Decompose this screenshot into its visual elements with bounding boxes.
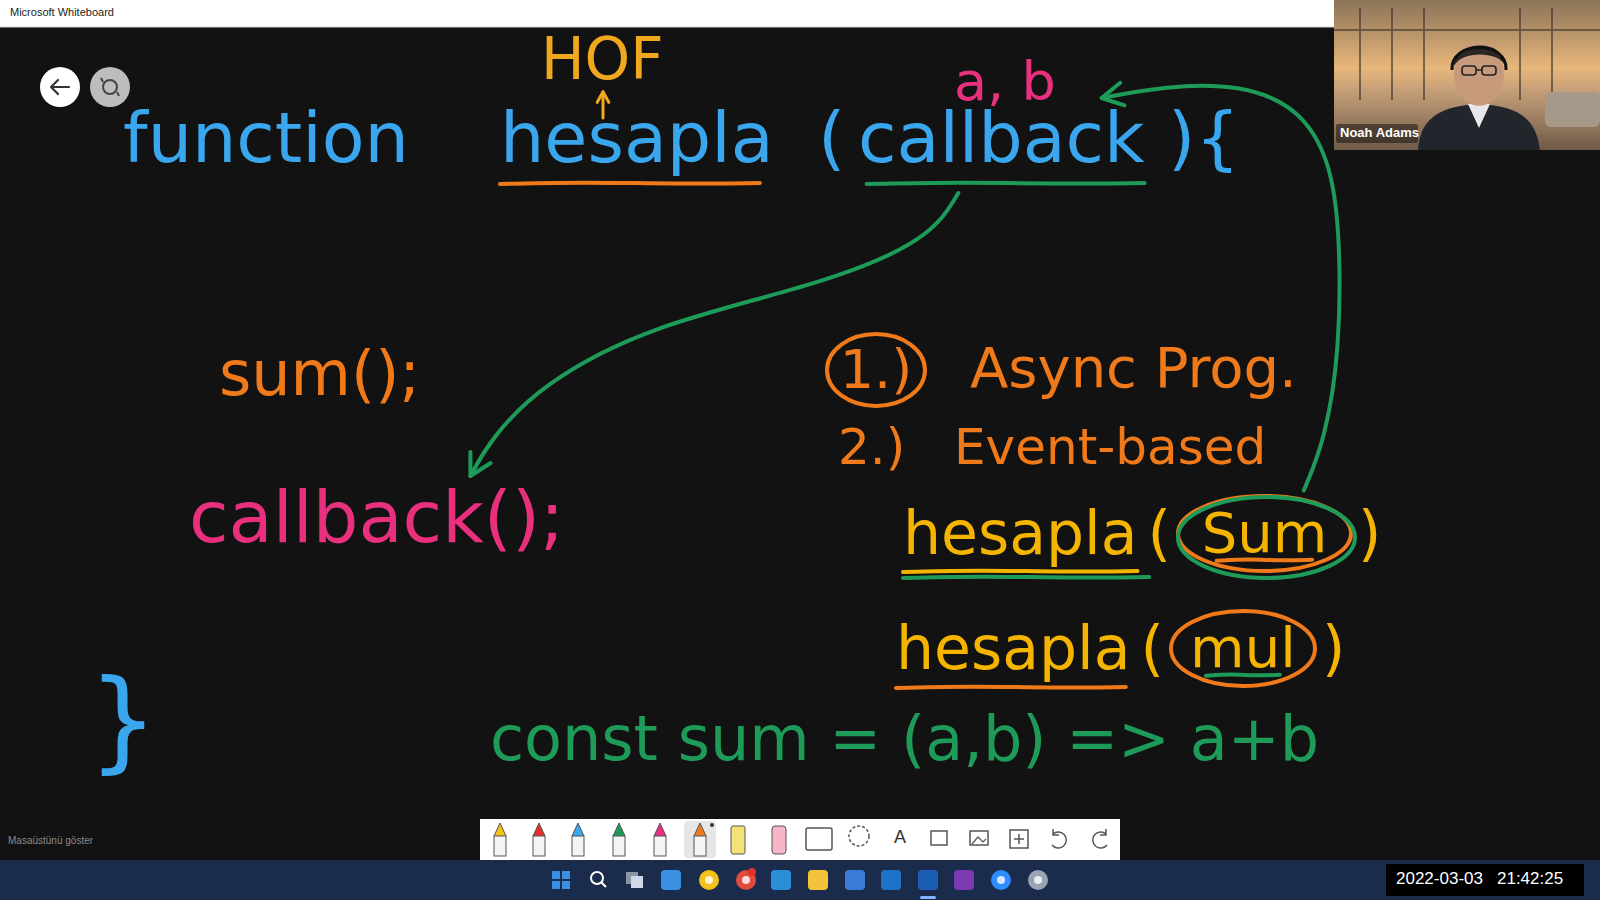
underline-stroke <box>500 183 760 184</box>
function-name: hesapla <box>500 100 774 177</box>
underline-stroke <box>903 577 1149 578</box>
circled-text: mul <box>1190 617 1296 679</box>
name-tag-ground <box>1336 124 1418 143</box>
webcam-tile <box>1334 0 1600 150</box>
note-icon <box>931 831 947 845</box>
taskbar-app-icon <box>552 871 570 889</box>
list-number: 2.) <box>838 420 905 475</box>
lasso-icon <box>849 826 869 846</box>
clock-date: 2022-03-03 <box>1396 870 1483 889</box>
pen-tool-icon <box>694 823 706 856</box>
circled-term: Sum <box>1175 493 1354 574</box>
circled-term: mul <box>1168 608 1318 689</box>
code-call: sum(); <box>219 340 420 408</box>
list-item: Async Prog. <box>970 337 1297 399</box>
ruler-icon <box>806 828 832 850</box>
selected-tool-ground <box>684 821 716 858</box>
pen-tool-icon <box>654 823 666 856</box>
circle-stroke <box>1178 496 1351 571</box>
underline-stroke <box>867 183 1145 184</box>
insert-icon <box>1010 830 1028 848</box>
arrow-head <box>470 452 490 476</box>
taskbar-app-icon <box>991 870 1011 890</box>
pen-tool-icon <box>572 823 584 856</box>
sofa <box>1545 92 1600 127</box>
participant-name: Noah Adams <box>1340 126 1419 140</box>
selected-dot <box>710 823 714 827</box>
redo-icon <box>1093 829 1107 848</box>
taskbar <box>0 860 1600 900</box>
eraser-icon <box>772 826 786 854</box>
circled-text: 1.) <box>840 340 913 399</box>
code-bracket: ) <box>1322 615 1345 681</box>
function-call: hesapla <box>896 615 1131 681</box>
code-bracket: ( <box>818 100 845 177</box>
taskbar-app-icon <box>845 870 865 890</box>
code-bracket: ( <box>1141 615 1164 681</box>
highlighter-icon <box>731 826 745 854</box>
window-title: Microsoft Whiteboard <box>10 6 114 18</box>
back-button <box>40 67 80 107</box>
taskbar-app-icon <box>771 870 791 890</box>
circle-stroke <box>1178 497 1355 578</box>
pen-tool-icon <box>533 823 545 856</box>
settings-icon <box>103 80 117 94</box>
taskbar-app-icon <box>918 870 938 890</box>
active-app-bar <box>920 896 936 899</box>
circled-term: 1.) <box>824 331 928 409</box>
back-arrow-icon <box>51 80 69 94</box>
hint-text: Masaüstünü göster <box>8 835 93 846</box>
code-call: callback(); <box>189 478 564 557</box>
undo-icon <box>1052 829 1066 848</box>
taskbar-app-icon <box>591 872 606 887</box>
settings-icon <box>101 78 119 96</box>
insert-icon <box>1014 834 1024 844</box>
taskbar-app-icon <box>808 870 828 890</box>
handwritten-note: HOF <box>541 28 664 92</box>
taskbar-app-icon <box>1028 870 1048 890</box>
pen-tool-icon <box>613 823 625 856</box>
code-parameter: callback <box>858 100 1145 177</box>
notification-badge <box>748 868 756 876</box>
code-keyword: function <box>123 100 409 177</box>
clock-box <box>1386 864 1584 896</box>
underline-stroke <box>896 687 1126 688</box>
circled-text: Sum <box>1202 502 1328 564</box>
taskbar-app-icon <box>661 870 681 890</box>
taskbar-app-icon <box>699 870 719 890</box>
arrow-stroke <box>470 193 958 476</box>
code-bracket: } <box>88 660 158 781</box>
code-bracket: ) <box>1358 500 1381 566</box>
person-shoulders <box>1418 104 1540 150</box>
code-bracket: ){ <box>1168 100 1240 177</box>
image-icon <box>972 837 986 844</box>
underline-stroke <box>903 571 1138 572</box>
person-glasses <box>1462 66 1496 75</box>
headset <box>1452 48 1506 71</box>
person-shirt <box>1468 104 1490 128</box>
code-bracket: ( <box>1148 500 1171 566</box>
pen-toolbar <box>480 819 1120 860</box>
function-call: hesapla <box>903 500 1138 566</box>
circle-stroke <box>1171 611 1315 686</box>
list-item: Event-based <box>954 420 1266 475</box>
taskbar-app-icon <box>626 872 643 888</box>
image-icon <box>970 831 988 845</box>
code-line: const sum = (a,b) => a+b <box>490 705 1319 773</box>
toolbar-icon-label: A <box>894 828 906 848</box>
pen-tool-icon <box>494 823 506 856</box>
circle-stroke <box>827 334 925 406</box>
taskbar-app-icon <box>954 870 974 890</box>
taskbar-app-icon <box>881 870 901 890</box>
clock-time: 21:42:25 <box>1497 870 1563 889</box>
